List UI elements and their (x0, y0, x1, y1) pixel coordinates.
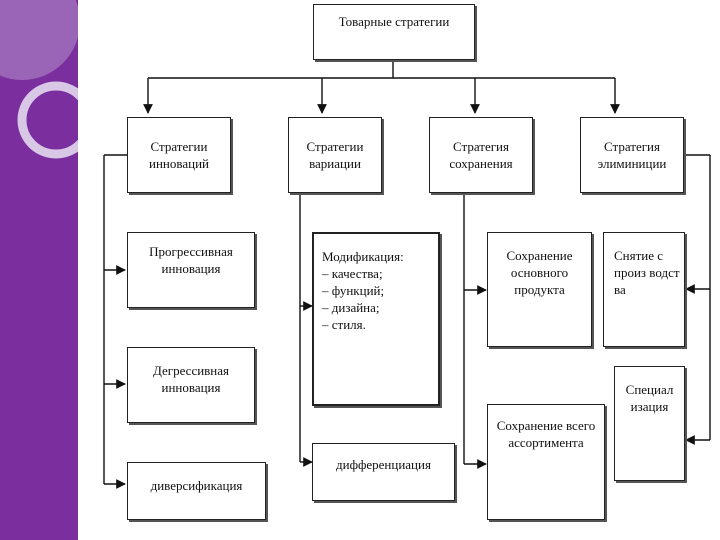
diversification-box: диверсификация (127, 462, 266, 520)
regressive-innovation-box: Дегрессивная инновация (127, 347, 255, 423)
title-box: Товарные стратегии (313, 4, 475, 60)
modification-box: Модификация: – качества; – функций; – ди… (312, 232, 440, 406)
keep-core-product-label: Сохранение основного продукта (506, 248, 573, 297)
diversification-label: диверсификация (150, 478, 243, 493)
category-innovation-box: Стратегии инноваций (127, 117, 231, 193)
specialization-box: Специал изация (614, 366, 685, 481)
withdraw-from-production-box: Снятие с произ водст ва (603, 232, 685, 347)
keep-full-range-box: Сохранение всего ассортимента (487, 404, 605, 520)
progressive-innovation-box: Прогрессивная инновация (127, 232, 255, 308)
regressive-innovation-label: Дегрессивная инновация (152, 363, 230, 395)
category-preservation-box: Стратегия сохранения (429, 117, 533, 193)
category-elimination-label: Стратегия элиминиции (597, 139, 667, 171)
keep-full-range-label: Сохранение всего ассортимента (496, 418, 596, 450)
specialization-label: Специал изация (625, 382, 674, 414)
category-variation-label: Стратегии вариации (306, 139, 364, 171)
decorative-sidebar (0, 0, 78, 540)
modification-label: Модификация: – качества; – функций; – ди… (322, 249, 404, 332)
decorative-circles-graphic (0, 0, 78, 159)
category-variation-box: Стратегии вариации (288, 117, 382, 193)
keep-core-product-box: Сохранение основного продукта (487, 232, 592, 347)
category-innovation-label: Стратегии инноваций (149, 139, 209, 171)
differentiation-box: дифференциация (312, 443, 455, 501)
withdraw-from-production-label: Снятие с произ водст ва (614, 248, 680, 297)
category-preservation-label: Стратегия сохранения (449, 139, 513, 171)
title-text: Товарные стратегии (338, 14, 450, 29)
progressive-innovation-label: Прогрессивная инновация (149, 244, 233, 276)
differentiation-label: дифференциация (336, 457, 431, 472)
category-elimination-box: Стратегия элиминиции (580, 117, 684, 193)
